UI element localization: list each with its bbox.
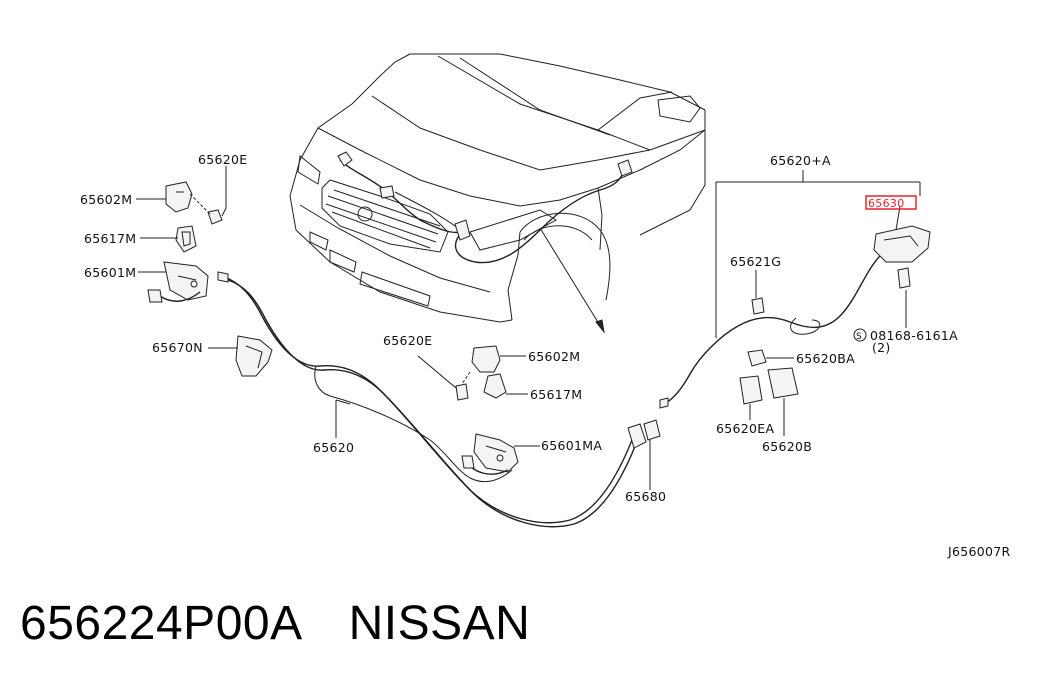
- label-65620E-top: 65620E: [198, 152, 247, 167]
- label-65620EA: 65620EA: [716, 421, 774, 436]
- label-65617M-left: 65617M: [84, 231, 136, 246]
- part-65602M-left-shape: [165, 181, 193, 213]
- label-65680: 65680: [625, 489, 666, 504]
- diagram-code: J656007R: [947, 544, 1011, 559]
- label-65601MA: 65601MA: [541, 438, 602, 453]
- label-65602M-left: 65602M: [80, 192, 132, 207]
- label-65670N: 65670N: [152, 340, 203, 355]
- label-65620A: 65620+A: [770, 153, 831, 168]
- right-parts-group: [659, 170, 931, 436]
- label-65602M-right: 65602M: [528, 349, 580, 364]
- highlight-box-65630: [865, 195, 917, 210]
- screw-symbol-letter: S: [856, 332, 862, 342]
- label-65630-highlighted: 65630: [868, 197, 905, 210]
- label-65617M-right: 65617M: [530, 387, 582, 402]
- center-parts-group: [417, 345, 540, 475]
- left-parts-group: [136, 166, 273, 377]
- label-65620BA: 65620BA: [796, 351, 855, 366]
- car-body-drawing: [289, 53, 706, 334]
- caption-brand: NISSAN: [348, 597, 531, 650]
- label-bolt-qty: (2): [872, 340, 891, 355]
- main-cable-65620: [217, 271, 661, 528]
- caption-part-number: 656224P00A: [20, 597, 303, 650]
- label-65601M: 65601M: [84, 265, 136, 280]
- part-caption: 656224P00A NISSAN: [20, 596, 576, 651]
- label-65620E-mid: 65620E: [383, 333, 432, 348]
- label-65621G: 65621G: [730, 254, 781, 269]
- label-65620B: 65620B: [762, 439, 812, 454]
- label-bolt-part: 08168-6161A: [870, 328, 958, 343]
- label-65620: 65620: [313, 440, 354, 455]
